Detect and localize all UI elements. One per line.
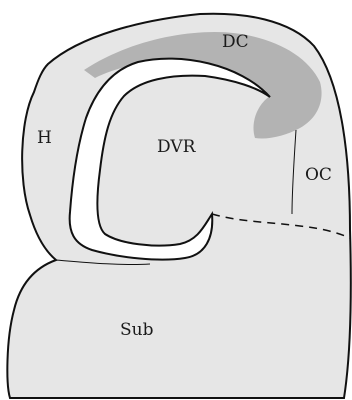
label-h: H [37,128,52,148]
label-oc: OC [305,165,332,185]
label-dc: DC [222,32,249,52]
label-dvr: DVR [157,137,197,157]
label-sub: Sub [120,320,154,340]
